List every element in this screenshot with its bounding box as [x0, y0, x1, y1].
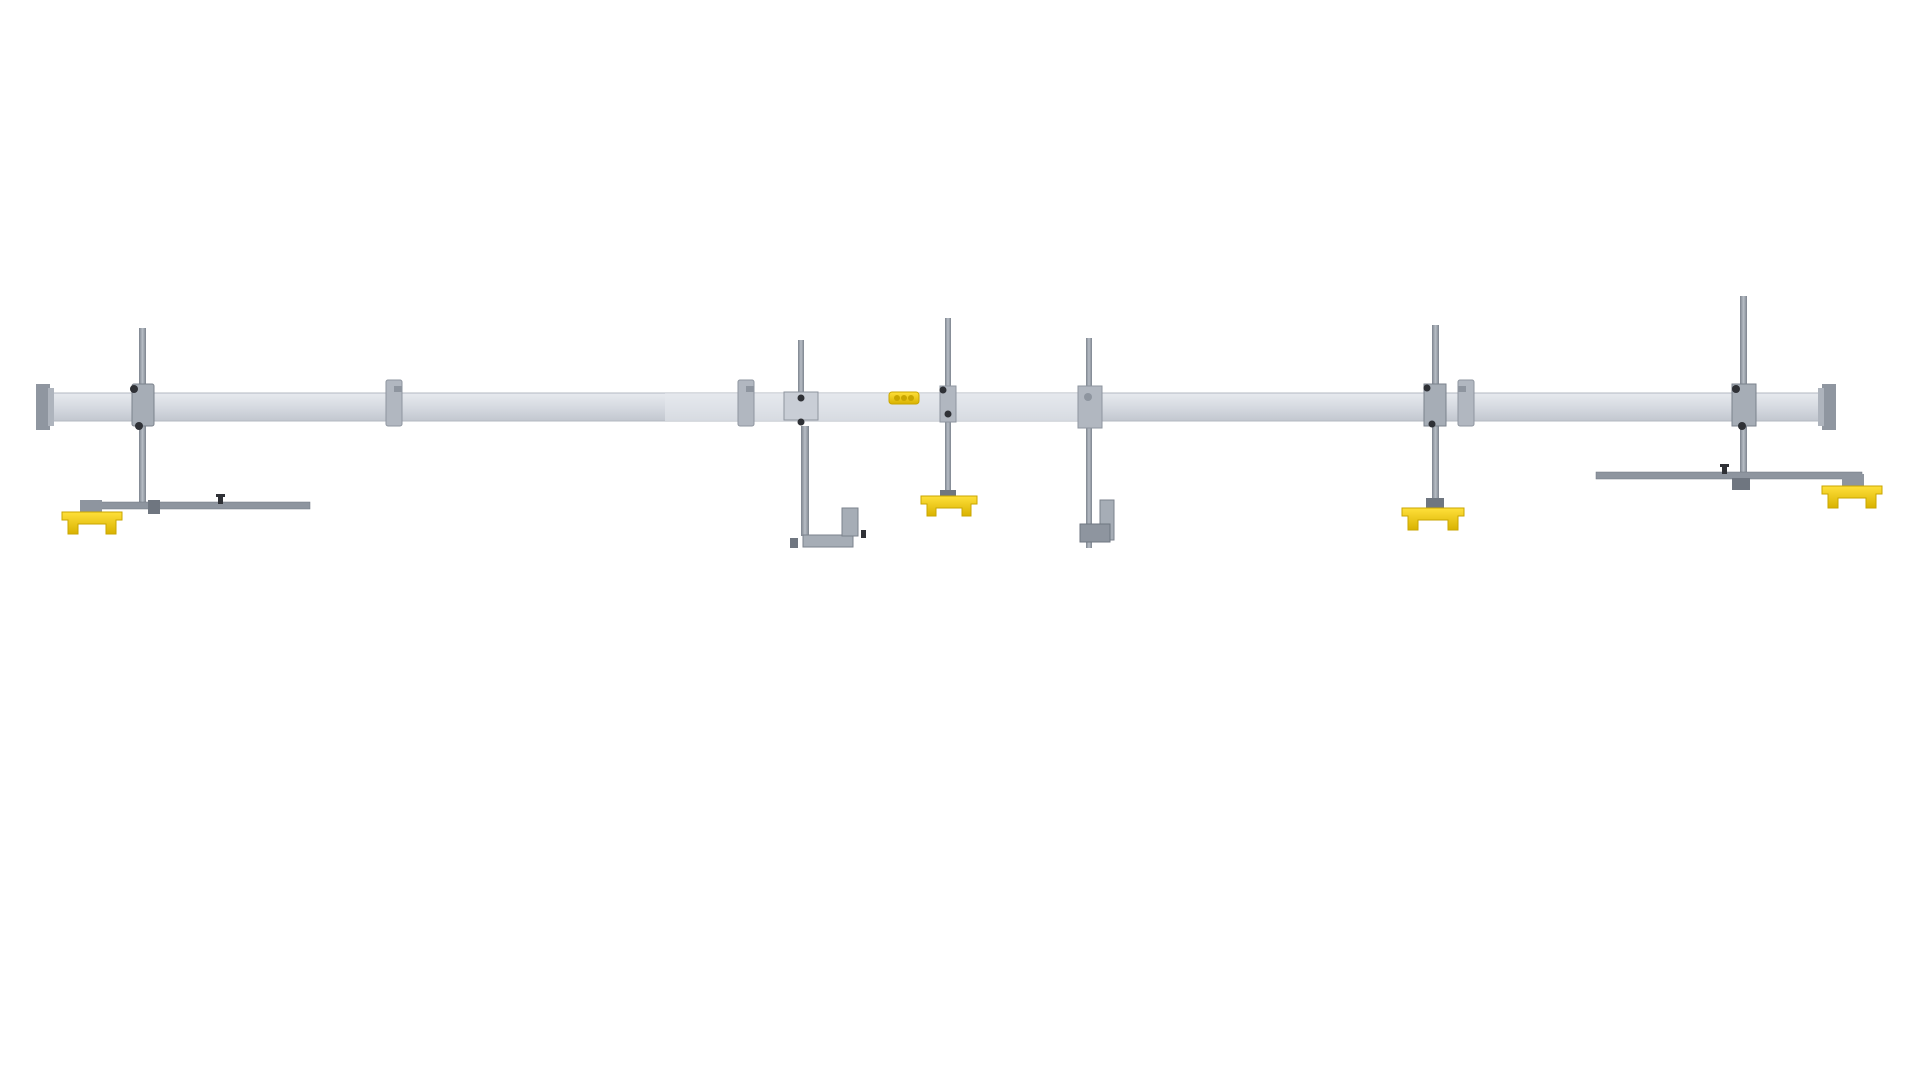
beam-rail	[41, 392, 1835, 422]
yellow-clamp-icon	[1401, 507, 1465, 531]
knob-icon	[944, 410, 952, 418]
joint-connector-1	[385, 379, 403, 427]
knob-icon	[797, 418, 805, 426]
slider-3-short-clamp	[920, 318, 978, 517]
knob-icon	[939, 386, 947, 394]
slider-4-angle-bracket	[1077, 338, 1115, 548]
end-cap-right	[1818, 384, 1836, 430]
slider-6-with-long-arm	[1595, 296, 1883, 509]
knob-icon	[1738, 422, 1746, 430]
yellow-clamp-icon	[1821, 485, 1883, 509]
joint-connector-2	[737, 379, 755, 427]
slider-2-bracket-arm	[783, 340, 866, 548]
yellow-clamp-icon	[61, 511, 123, 535]
knob-icon	[1423, 384, 1431, 392]
knob-icon	[1732, 385, 1740, 393]
end-cap-left	[36, 384, 54, 430]
knob-icon	[135, 422, 143, 430]
yellow-sensor-module	[888, 391, 920, 405]
knob-icon	[130, 385, 138, 393]
yellow-clamp-icon	[920, 495, 978, 517]
joint-connector-3	[1457, 379, 1475, 427]
slider-1-with-long-arm	[61, 328, 311, 535]
knob-icon	[1428, 420, 1436, 428]
knob-icon	[797, 394, 805, 402]
slider-5-clamp	[1401, 325, 1465, 531]
